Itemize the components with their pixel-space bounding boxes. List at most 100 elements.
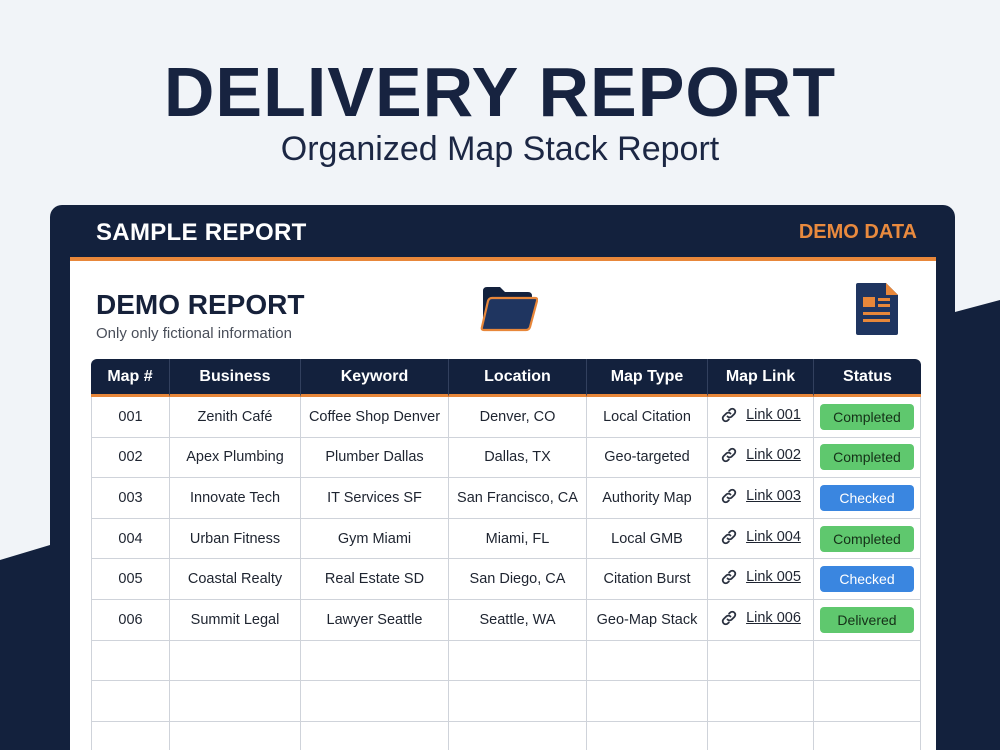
hero-subtitle: Organized Map Stack Report	[280, 130, 720, 168]
empty-cell	[814, 721, 921, 750]
column-header-map-link[interactable]: Map Link	[708, 359, 814, 397]
cell-business: Apex Plumbing	[170, 437, 301, 479]
report-note: Only only fictional information	[96, 325, 292, 342]
empty-cell	[449, 681, 587, 722]
status-badge: Completed	[820, 444, 914, 471]
link-icon	[721, 570, 737, 585]
cell-map-link: Link 004	[708, 518, 814, 560]
column-header-location[interactable]: Location	[449, 359, 587, 397]
empty-cell	[708, 681, 814, 722]
empty-cell	[170, 681, 301, 722]
card-header-tag: DEMO DATA	[798, 221, 917, 243]
table-row: 005 Coastal Realty Real Estate SD San Di…	[91, 559, 921, 600]
empty-cell	[301, 681, 449, 722]
map-link[interactable]: Link 004	[720, 528, 801, 546]
cell-location: San Francisco, CA	[449, 478, 587, 519]
empty-cell	[170, 721, 301, 750]
column-header-map-type[interactable]: Map Type	[587, 359, 708, 397]
cell-map-type: Geo-Map Stack	[587, 599, 708, 641]
column-header-business[interactable]: Business	[170, 359, 301, 397]
cell-keyword: IT Services SF	[301, 478, 449, 519]
cell-map-type: Local GMB	[587, 518, 708, 560]
empty-cell	[814, 640, 921, 682]
map-link-text[interactable]: Link 001	[746, 406, 801, 423]
table-row: 001 Zenith Café Coffee Shop Denver Denve…	[91, 397, 921, 438]
cell-map-num: 002	[91, 437, 170, 479]
folder-icon	[480, 287, 538, 332]
map-link-text[interactable]: Link 005	[746, 569, 801, 586]
report-card: SAMPLE REPORT DEMO DATA DEMO REPORT Only…	[50, 205, 955, 750]
link-icon	[721, 448, 737, 463]
column-header-status[interactable]: Status	[814, 359, 921, 397]
table-row: 004 Urban Fitness Gym Miami Miami, FL Lo…	[91, 518, 921, 560]
accent-bar	[70, 257, 936, 261]
card-header-title: SAMPLE REPORT	[96, 219, 307, 246]
empty-cell	[587, 640, 708, 682]
empty-cell	[301, 640, 449, 682]
empty-cell	[587, 681, 708, 722]
cell-map-type: Authority Map	[587, 478, 708, 519]
cell-keyword: Gym Miami	[301, 518, 449, 560]
cell-map-num: 001	[91, 397, 170, 438]
cell-map-type: Geo-targeted	[587, 437, 708, 479]
cell-business: Zenith Café	[170, 397, 301, 438]
link-icon	[721, 610, 737, 625]
empty-cell	[301, 721, 449, 750]
column-header-map-num[interactable]: Map #	[91, 359, 170, 397]
cell-location: San Diego, CA	[449, 559, 587, 600]
empty-cell	[91, 640, 170, 682]
empty-cell	[91, 681, 170, 722]
empty-table-row	[91, 681, 921, 722]
map-link-text[interactable]: Link 003	[746, 487, 801, 504]
report-title: DEMO REPORT	[96, 289, 305, 320]
cell-business: Coastal Realty	[170, 559, 301, 600]
empty-cell	[814, 681, 921, 722]
cell-map-link: Link 005	[708, 559, 814, 600]
cell-status: Checked	[814, 478, 921, 519]
link-icon	[721, 488, 737, 504]
map-link[interactable]: Link 001	[720, 406, 801, 424]
map-link-text[interactable]: Link 004	[746, 528, 801, 545]
empty-table-row	[91, 721, 921, 750]
table-row: 002 Apex Plumbing Plumber Dallas Dallas,…	[91, 437, 921, 479]
cell-keyword: Coffee Shop Denver	[301, 397, 449, 438]
cell-status: Completed	[814, 437, 921, 479]
empty-cell	[587, 721, 708, 750]
hero-title: DELIVERY REPORT	[163, 53, 837, 131]
status-badge: Delivered	[820, 606, 914, 633]
cell-map-type: Local Citation	[587, 397, 708, 438]
cell-location: Miami, FL	[449, 518, 587, 560]
cell-business: Summit Legal	[170, 599, 301, 641]
empty-table-row	[91, 640, 921, 682]
cell-location: Denver, CO	[449, 397, 587, 438]
cell-map-num: 005	[91, 559, 170, 600]
map-link-text[interactable]: Link 002	[746, 447, 801, 464]
empty-cell	[449, 640, 587, 682]
status-badge: Checked	[820, 566, 914, 593]
cell-map-type: Citation Burst	[587, 559, 708, 600]
cell-status: Delivered	[814, 599, 921, 641]
link-icon	[721, 529, 737, 544]
cell-map-link: Link 003	[708, 478, 814, 519]
cell-map-link: Link 001	[708, 397, 814, 438]
map-link[interactable]: Link 006	[720, 609, 801, 627]
table-header-row: Map # Business Keyword Location Map Type…	[91, 359, 921, 397]
cell-status: Completed	[814, 518, 921, 560]
status-badge: Completed	[820, 525, 914, 552]
status-badge: Completed	[820, 403, 914, 430]
empty-cell	[708, 640, 814, 682]
cell-map-num: 003	[91, 478, 170, 519]
link-icon	[721, 407, 737, 422]
document-icon	[856, 283, 898, 335]
cell-keyword: Lawyer Seattle	[301, 599, 449, 641]
table-row: 003 Innovate Tech IT Services SF San Fra…	[91, 478, 921, 519]
map-link[interactable]: Link 003	[720, 487, 801, 505]
map-link[interactable]: Link 005	[720, 568, 801, 586]
report-sheet: DEMO REPORT Only only fictional informat…	[70, 261, 936, 750]
cell-status: Completed	[814, 397, 921, 438]
map-link[interactable]: Link 002	[720, 446, 801, 464]
map-link-text[interactable]: Link 006	[746, 609, 801, 626]
cell-location: Dallas, TX	[449, 437, 587, 479]
column-header-keyword[interactable]: Keyword	[301, 359, 449, 397]
